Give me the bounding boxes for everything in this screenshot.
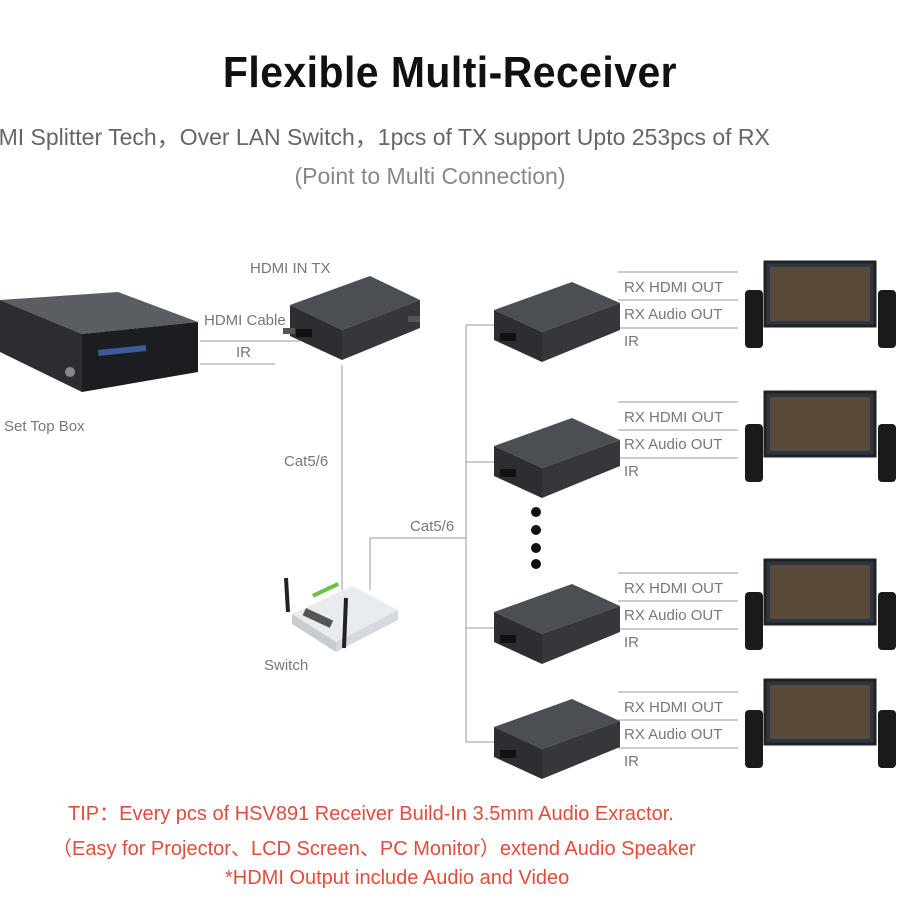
rx4-audio-out: RX Audio OUT: [624, 726, 723, 743]
more-receivers-dots: [531, 507, 541, 569]
rx1-hdmi-out: RX HDMI OUT: [624, 279, 724, 296]
rx2-audio-out: RX Audio OUT: [624, 436, 723, 453]
speaker-left-icon: [745, 290, 763, 348]
rx-label-lines: [618, 271, 738, 749]
switch-label: Switch: [264, 657, 309, 674]
speaker-left-icon: [745, 710, 763, 768]
subtitle-connection: (Point to Multi Connection): [294, 163, 566, 189]
speaker-right-icon: [878, 710, 896, 768]
display-group-3: [745, 558, 896, 650]
rx4-hdmi-out: RX HDMI OUT: [624, 699, 724, 716]
tx-switch-cable-label: Cat5/6: [284, 453, 329, 470]
speaker-right-icon: [878, 592, 896, 650]
hdmi-cable-label: HDMI Cable: [204, 312, 286, 329]
tx-label: HDMI IN TX: [250, 260, 331, 277]
receiver-icon-3: [494, 584, 620, 664]
display-group-1: [745, 260, 896, 348]
switch-icon: [284, 577, 398, 652]
rx2-ir: IR: [624, 463, 639, 480]
rx3-ir: IR: [624, 634, 639, 651]
subtitle: DMI Splitter Tech，Over LAN Switch，1pcs o…: [0, 124, 770, 150]
receiver-icon-4: [494, 699, 620, 779]
tip-line-3: *HDMI Output include Audio and Video: [225, 867, 570, 889]
receiver-icon-1: [494, 282, 620, 362]
speaker-left-icon: [745, 592, 763, 650]
rx1-ir: IR: [624, 333, 639, 350]
tip-line-1: TIP：Every pcs of HSV891 Receiver Build-I…: [68, 803, 674, 825]
rx1-audio-out: RX Audio OUT: [624, 306, 723, 323]
speaker-right-icon: [878, 424, 896, 482]
rx2-hdmi-out: RX HDMI OUT: [624, 409, 724, 426]
rx3-hdmi-out: RX HDMI OUT: [624, 580, 724, 597]
rx3-audio-out: RX Audio OUT: [624, 607, 723, 624]
transmitter-icon: [283, 276, 420, 360]
switch-rx-cable-label: Cat5/6: [410, 518, 455, 535]
set-top-box-label: Set Top Box: [4, 418, 85, 435]
display-group-4: [745, 678, 896, 768]
connection-lines: [200, 271, 738, 749]
ir-label: IR: [236, 344, 251, 361]
rx4-ir: IR: [624, 753, 639, 770]
speaker-left-icon: [745, 424, 763, 482]
page-title: Flexible Multi-Receiver: [222, 48, 678, 97]
receiver-icon-2: [494, 418, 620, 498]
display-group-2: [745, 390, 896, 482]
tip-line-2: （Easy for Projector、LCD Screen、PC Monito…: [52, 838, 696, 860]
speaker-right-icon: [878, 290, 896, 348]
set-top-box-icon: [0, 292, 198, 392]
